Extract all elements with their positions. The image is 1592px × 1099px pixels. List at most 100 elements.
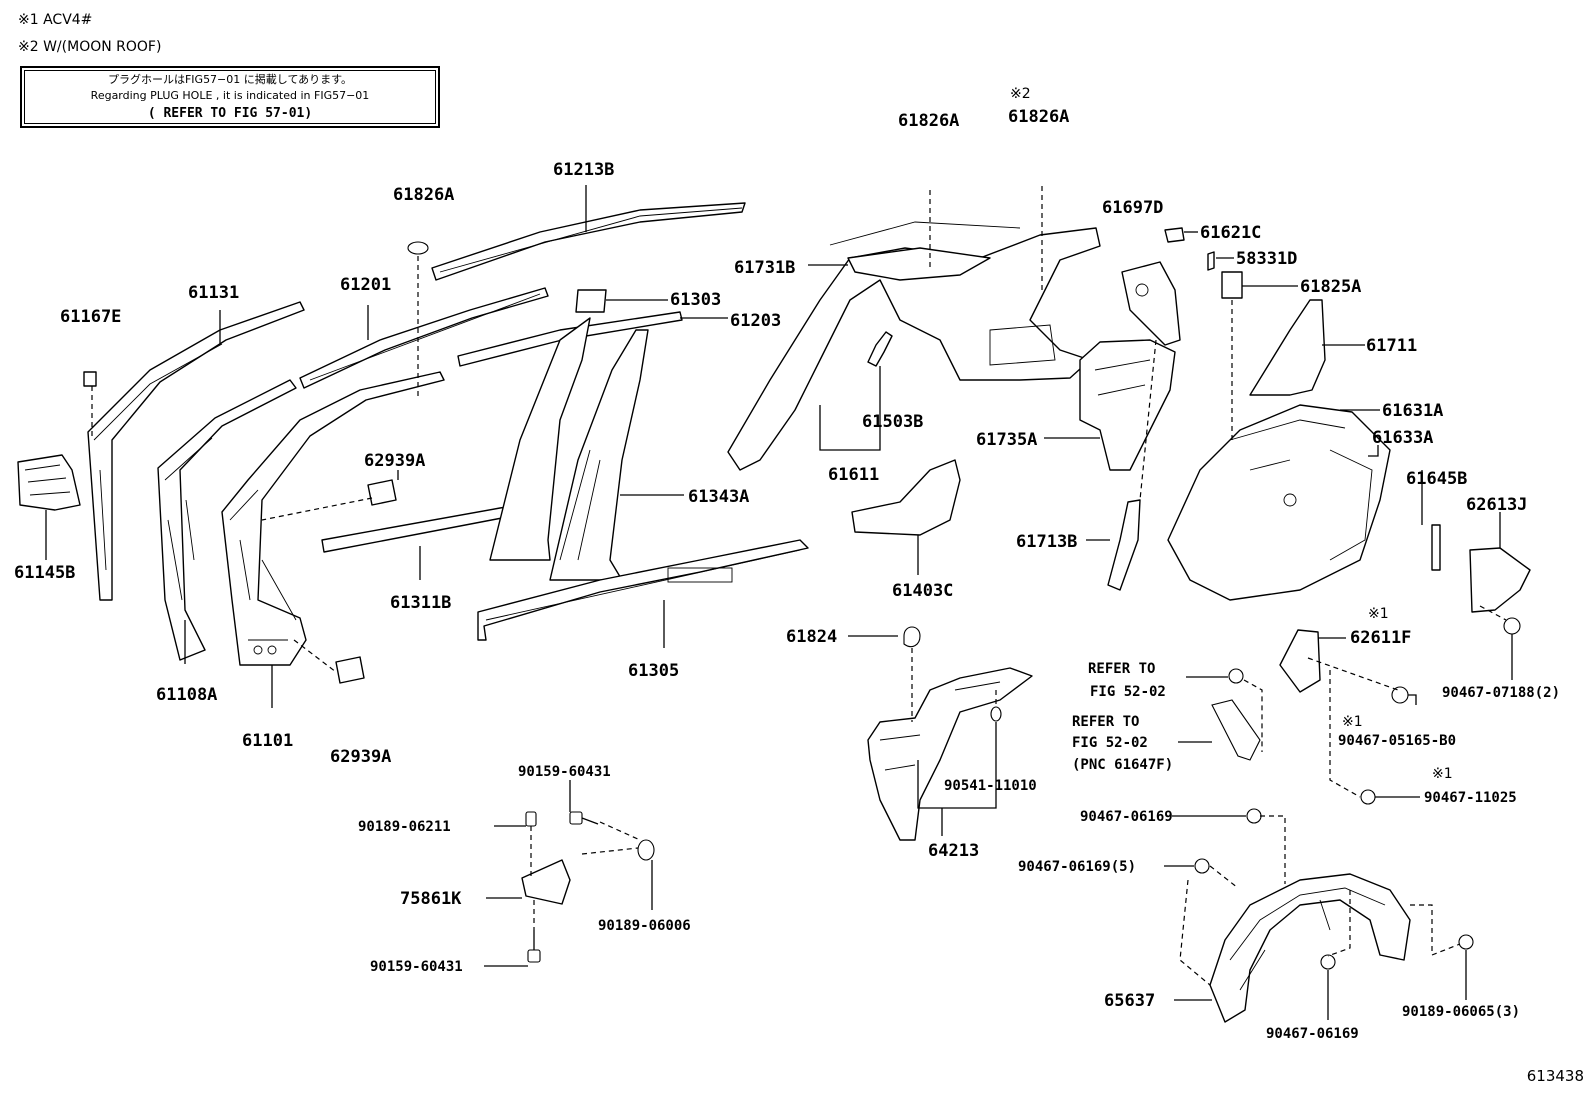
label-90189-06211: 90189-06211 — [358, 819, 451, 835]
refer-note-2-line2: FIG 52-02 — [1072, 735, 1148, 751]
label-90541-11010: 90541-11010 — [944, 778, 1037, 794]
part-61303-center-pillar-upper — [575, 289, 607, 313]
part-58331d-clip — [1207, 251, 1215, 271]
part-61213b-roof-side — [431, 202, 746, 281]
label-61611: 61611 — [828, 465, 879, 485]
fastener-90159-60431-lower — [527, 930, 541, 963]
part-61343a-center-pillar — [489, 317, 649, 581]
label-61343a: 61343A — [688, 487, 749, 507]
label-90189-06065: 90189-06065(3) — [1402, 1004, 1520, 1020]
label-61825a: 61825A — [1300, 277, 1361, 297]
label-62939a-upper: 62939A — [364, 451, 425, 471]
fastener-90189-06065 — [1458, 934, 1474, 950]
label-61213b: 61213B — [553, 160, 614, 180]
label-61167e: 61167E — [60, 307, 121, 327]
part-61731b-inner-panel — [847, 247, 991, 281]
part-75861k-bracket — [521, 859, 571, 905]
label-62939a-lower: 62939A — [330, 747, 391, 767]
label-61824: 61824 — [786, 627, 837, 647]
label-61731b: 61731B — [734, 258, 795, 278]
part-62939a-pad-lower — [335, 656, 365, 684]
label-61631a: 61631A — [1382, 401, 1443, 421]
label-62613j: 62613J — [1466, 495, 1527, 515]
label-90467-06169-5: 90467-06169(5) — [1018, 859, 1136, 875]
fastener-90467-11025 — [1360, 789, 1376, 805]
note-acv4: ※1 ACV4# — [18, 12, 93, 28]
label-61145b: 61145B — [14, 563, 75, 583]
leader-lines — [45, 185, 1513, 1020]
part-61621c-clip — [1164, 227, 1185, 243]
part-61824-plug — [903, 626, 921, 648]
part-61697d-bracket — [1121, 261, 1181, 346]
symbol-acv4-mark-05165: ※1 — [1342, 714, 1363, 730]
label-64213: 64213 — [928, 841, 979, 861]
part-61735a-wheelhouse-inner — [1079, 339, 1176, 471]
label-61697d: 61697D — [1102, 198, 1163, 218]
figure-number: 613438 — [1526, 1067, 1584, 1085]
part-61167e-clip — [83, 371, 97, 387]
refer-note-2-line3: (PNC 61647F) — [1072, 757, 1173, 773]
label-62611f: 62611F — [1350, 628, 1411, 648]
label-90189-06006: 90189-06006 — [598, 918, 691, 934]
symbol-moon-roof-mark: ※2 — [1010, 86, 1031, 102]
part-61201-roof-rail — [299, 287, 549, 389]
fastener-90467-06169-a — [1246, 808, 1262, 824]
fastener-90189-06211 — [525, 811, 537, 827]
label-90467-05165: 90467-05165-B0 — [1338, 733, 1456, 749]
label-61633a: 61633A — [1372, 428, 1433, 448]
part-61403c-extension — [851, 459, 961, 536]
refer-note-2-line1: REFER TO — [1072, 714, 1139, 730]
label-61201: 61201 — [340, 275, 391, 295]
part-61631a-wheel-housing — [1167, 404, 1391, 601]
label-61735a: 61735A — [976, 430, 1037, 450]
fastener-90467-07188 — [1503, 617, 1521, 635]
label-61711: 61711 — [1366, 336, 1417, 356]
label-61621c: 61621C — [1200, 223, 1261, 243]
part-61825a-sheet — [1221, 271, 1243, 299]
label-90467-07188: 90467-07188(2) — [1442, 685, 1560, 701]
part-62939a-pad-upper — [367, 479, 397, 506]
fastener-90189-06006 — [637, 839, 655, 861]
part-61203-roof-inner-rail — [457, 311, 683, 367]
label-90467-06169-bottom: 90467-06169 — [1266, 1026, 1359, 1042]
label-61403c: 61403C — [892, 581, 953, 601]
symbol-acv4-mark-11025: ※1 — [1432, 766, 1453, 782]
fastener-90467-05165 — [1391, 686, 1409, 704]
part-64213-panel — [867, 667, 1033, 841]
label-61311b: 61311B — [390, 593, 451, 613]
label-61203: 61203 — [730, 311, 781, 331]
part-62613j-cover — [1469, 547, 1531, 613]
part-65637-fender-liner — [1209, 873, 1411, 1023]
part-61305-rocker-panel — [477, 539, 809, 641]
label-61503b: 61503B — [862, 412, 923, 432]
part-61711-extension — [1249, 299, 1326, 396]
fastener-refer-52-02 — [1228, 668, 1244, 684]
part-61108a-inner-pillar — [157, 379, 297, 661]
label-65637: 65637 — [1104, 991, 1155, 1011]
label-90467-06169-top: 90467-06169 — [1080, 809, 1173, 825]
label-90159-60431-lower: 90159-60431 — [370, 959, 463, 975]
part-61131-outer-pillar — [87, 301, 305, 601]
part-61101-pillar-body — [221, 371, 445, 666]
plug-hole-reference-box: プラグホールはFIG57−01 に掲載してあります。 Regarding PLU… — [20, 66, 440, 128]
label-61713b: 61713B — [1016, 532, 1077, 552]
label-58331d: 58331D — [1236, 249, 1297, 269]
refer-note-1-line1: REFER TO — [1088, 661, 1155, 677]
fastener-90541-11010 — [990, 706, 1002, 722]
fastener-90467-06169-5 — [1194, 858, 1210, 874]
label-61645b: 61645B — [1406, 469, 1467, 489]
label-61826a-left: 61826A — [393, 185, 454, 205]
label-61826a-center: 61826A — [898, 111, 959, 131]
fastener-90159-60431-upper — [569, 811, 599, 825]
label-75861k: 75861K — [400, 889, 462, 909]
part-refer-61647f — [1211, 699, 1261, 761]
label-61303: 61303 — [670, 290, 721, 310]
fastener-90467-06169-b — [1320, 954, 1336, 970]
label-61131: 61131 — [188, 283, 239, 303]
dashed-assembly-lines — [91, 186, 1507, 986]
part-61645b-bracket — [1431, 524, 1441, 571]
label-61826a-moon-roof: 61826A — [1008, 107, 1069, 127]
part-61503b-bracket — [867, 331, 893, 367]
